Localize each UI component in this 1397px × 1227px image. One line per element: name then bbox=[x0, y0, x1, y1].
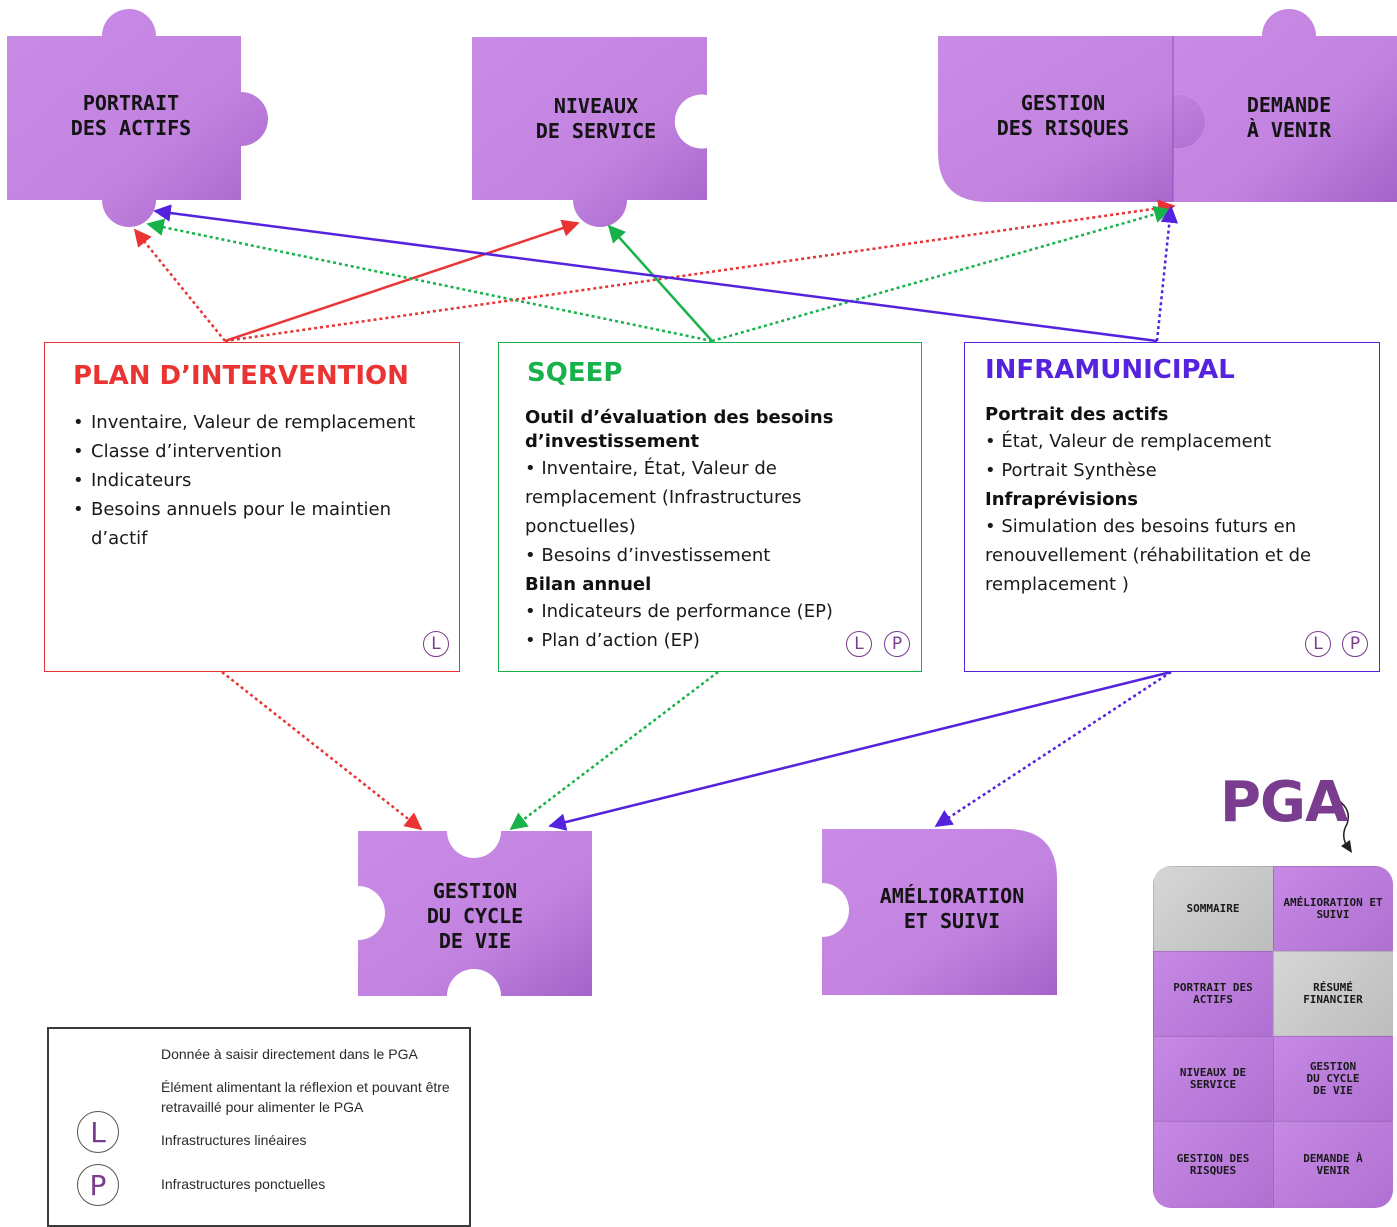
legend-l-badge: L bbox=[77, 1111, 119, 1153]
sqeep-item-text: Indicateurs de performance (EP) bbox=[541, 601, 833, 622]
pga-curly-arrow bbox=[1337, 799, 1350, 849]
pga-cell-demande: DEMANDE À VENIR bbox=[1273, 1121, 1393, 1208]
sqeep-content: Outil d’évaluation des besoins d’investi… bbox=[525, 406, 910, 655]
infra-item-text: État, Valeur de remplacement bbox=[1001, 431, 1272, 452]
sqeep-section-heading: Bilan annuel bbox=[525, 574, 652, 595]
plan-intervention-title: PLAN D’INTERVENTION bbox=[73, 361, 409, 391]
puzzle-niveaux-de-service: NIVEAUX DE SERVICE bbox=[472, 37, 707, 227]
legend-p-label: Infrastructures ponctuelles bbox=[161, 1176, 326, 1192]
arrow-infra-to-amelioration bbox=[934, 670, 1172, 828]
arrow-sqeep-to-risques bbox=[711, 205, 1172, 343]
pga-cell-resume: RÉSUMÉ FINANCIER bbox=[1273, 951, 1393, 1036]
plan-intervention-list: Inventaire, Valeur de remplacement Class… bbox=[73, 408, 443, 553]
arrow-sqeep-to-portrait bbox=[146, 218, 713, 343]
puzzle-niveaux-line2: DE SERVICE bbox=[536, 119, 656, 143]
badge-ponctuelle: P bbox=[1342, 631, 1368, 657]
pga-curly-arrowhead bbox=[1341, 840, 1352, 853]
legend-dotted-label: Élément alimentant la réflexion et pouva… bbox=[161, 1079, 450, 1115]
puzzle-portrait-des-actifs: PORTRAIT DES ACTIFS bbox=[7, 8, 269, 228]
plan-intervention-box: PLAN D’INTERVENTION Inventaire, Valeur d… bbox=[44, 342, 460, 672]
arrow-sqeep-to-niveaux bbox=[607, 224, 713, 342]
arrow-plan-to-cycle bbox=[221, 671, 423, 831]
arrow-infra-to-risques bbox=[1155, 205, 1179, 342]
puzzle-amelioration-line2: ET SUIVI bbox=[904, 909, 1000, 933]
puzzle-niveaux-line1: NIVEAUX bbox=[554, 94, 638, 118]
pga-cell-niveaux: NIVEAUX DE SERVICE bbox=[1153, 1036, 1273, 1121]
infra-section-heading: Portrait des actifs bbox=[985, 404, 1169, 425]
legend-solid-label: Donnée à saisir directement dans le PGA bbox=[161, 1046, 418, 1062]
sqeep-item: • Besoins d’investissement bbox=[525, 545, 771, 566]
puzzle-gestion-des-risques: GESTION DES RISQUES bbox=[938, 36, 1206, 202]
sqeep-title: SQEEP bbox=[527, 358, 623, 388]
infra-item: • Portrait Synthèse bbox=[985, 460, 1157, 481]
pga-cell-sommaire: SOMMAIRE bbox=[1153, 866, 1273, 951]
puzzle-portrait-line2: DES ACTIFS bbox=[71, 116, 191, 140]
puzzle-amelioration-line1: AMÉLIORATION bbox=[880, 884, 1025, 908]
pga-cell-cycle: GESTION DU CYCLE DE VIE bbox=[1273, 1036, 1393, 1121]
puzzle-gestion-du-cycle-de-vie: GESTION DU CYCLE DE VIE bbox=[358, 831, 592, 996]
arrow-plan-to-portrait bbox=[133, 228, 226, 342]
pga-cell-portrait: PORTRAIT DES ACTIFS bbox=[1153, 951, 1273, 1036]
legend-l-label: Infrastructures linéaires bbox=[161, 1132, 307, 1148]
arrow-plan-to-risques bbox=[224, 199, 1176, 343]
arrow-sqeep-to-cycle bbox=[509, 671, 719, 831]
pga-cell-risques: GESTION DES RISQUES bbox=[1153, 1121, 1273, 1208]
sqeep-item: • Plan d’action (EP) bbox=[525, 630, 700, 651]
arrow-infra-to-cycle bbox=[548, 670, 1172, 831]
inframunicipal-title: INFRAMUNICIPAL bbox=[985, 355, 1235, 385]
sqeep-section-heading: Outil d’évaluation des besoins d’investi… bbox=[525, 407, 834, 452]
badge-lineaire: L bbox=[1305, 631, 1331, 657]
infra-item: • Simulation des besoins futurs en renou… bbox=[985, 516, 1312, 595]
puzzle-risques-line2: DES RISQUES bbox=[997, 116, 1129, 140]
puzzle-risques-line1: GESTION bbox=[1021, 91, 1105, 115]
sqeep-item: • Indicateurs de performance (EP) bbox=[525, 601, 833, 622]
sqeep-item: • Inventaire, État, Valeur de remplaceme… bbox=[525, 458, 802, 537]
puzzle-cycle-line2: DU CYCLE bbox=[427, 904, 523, 928]
list-item: Inventaire, Valeur de remplacement bbox=[73, 408, 443, 437]
arrow-plan-to-niveaux bbox=[224, 219, 580, 343]
inframunicipal-box: INFRAMUNICIPAL Portrait des actifs • Éta… bbox=[964, 342, 1380, 672]
puzzle-cycle-line1: GESTION bbox=[433, 879, 517, 903]
list-item: Indicateurs bbox=[73, 466, 443, 495]
sqeep-box: SQEEP Outil d’évaluation des besoins d’i… bbox=[498, 342, 922, 672]
badge-lineaire: L bbox=[423, 631, 449, 657]
puzzle-amelioration-et-suivi: AMÉLIORATION ET SUIVI bbox=[822, 829, 1057, 995]
puzzle-demande-line2: À VENIR bbox=[1247, 118, 1332, 142]
sqeep-item-text: Plan d’action (EP) bbox=[541, 630, 700, 651]
pga-title: PGA bbox=[1220, 770, 1348, 835]
list-item: Besoins annuels pour le maintien d’actif bbox=[73, 495, 443, 553]
list-item: Classe d’intervention bbox=[73, 437, 443, 466]
infra-section-heading: Infraprévisions bbox=[985, 489, 1139, 510]
badge-lineaire: L bbox=[846, 631, 872, 657]
puzzle-portrait-line1: PORTRAIT bbox=[83, 91, 179, 115]
puzzle-demande-line1: DEMANDE bbox=[1247, 93, 1331, 117]
puzzle-demande-a-venir: DEMANDE À VENIR bbox=[1172, 9, 1397, 202]
infra-item: • État, Valeur de remplacement bbox=[985, 431, 1272, 452]
legend: Donnée à saisir directement dans le PGA … bbox=[47, 1027, 471, 1227]
pga-cell-amelioration: AMÉLIORATION ET SUIVI bbox=[1273, 866, 1393, 951]
inframunicipal-content: Portrait des actifs • État, Valeur de re… bbox=[985, 403, 1370, 599]
infra-item-text: Simulation des besoins futurs en renouve… bbox=[985, 516, 1312, 595]
pga-mini-map: SOMMAIRE AMÉLIORATION ET SUIVI PORTRAIT … bbox=[1153, 866, 1393, 1208]
sqeep-item-text: Besoins d’investissement bbox=[541, 545, 771, 566]
infra-item-text: Portrait Synthèse bbox=[1001, 460, 1157, 481]
legend-p-badge: P bbox=[77, 1164, 119, 1206]
sqeep-item-text: Inventaire, État, Valeur de remplacement… bbox=[525, 458, 802, 537]
puzzle-cycle-line3: DE VIE bbox=[439, 929, 511, 953]
arrow-infra-to-portrait bbox=[153, 204, 1158, 343]
badge-ponctuelle: P bbox=[884, 631, 910, 657]
